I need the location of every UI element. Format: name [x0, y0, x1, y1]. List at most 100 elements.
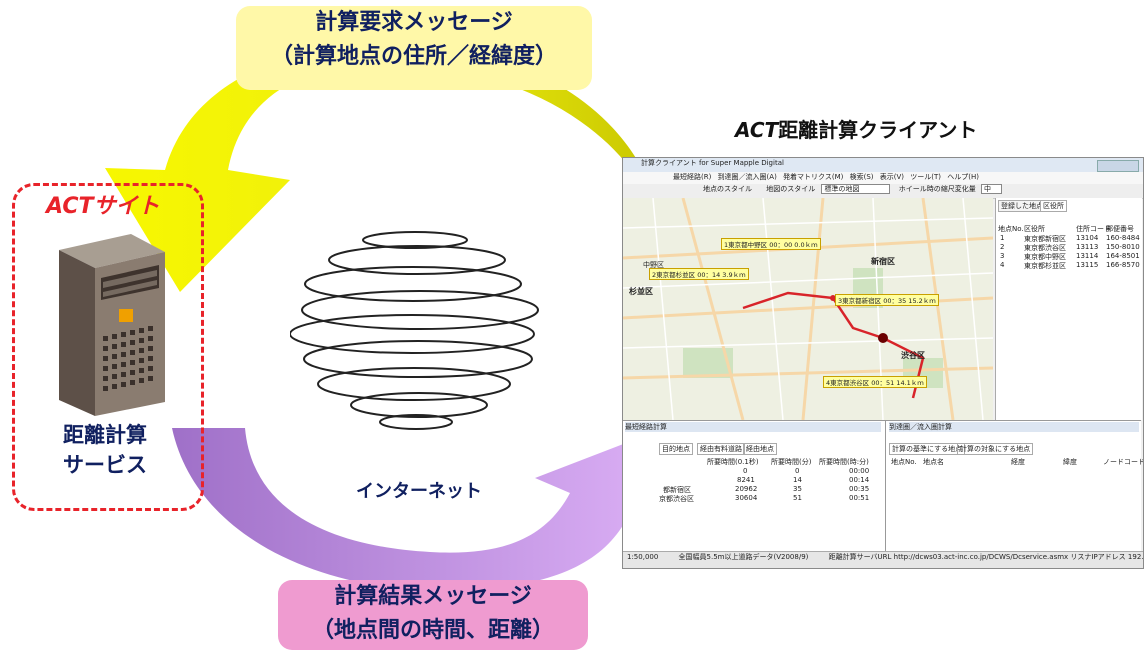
internet-label: インターネット [356, 481, 482, 502]
map-pin-1[interactable]: 1東京都中野区 00：00 0.0ｋｍ [721, 238, 821, 250]
map-label-nakano: 中野区 [643, 261, 664, 269]
side-row-3-code[interactable]: 13114 [1076, 252, 1099, 260]
request-arrow [105, 41, 665, 292]
left-header-hm: 所要時間(時:分) [819, 458, 869, 466]
side-row-2-code[interactable]: 13113 [1076, 243, 1099, 251]
side-row-3-zip[interactable]: 164-8501 [1106, 252, 1140, 260]
menu-route[interactable]: 最短経路(R) [673, 173, 712, 181]
side-row-2-office[interactable]: 東京都渋谷区 [1024, 244, 1066, 252]
client-title-rest: 距離計算クライアント [778, 118, 978, 142]
right-header-no: 地点No. [891, 458, 917, 466]
map-style-button[interactable]: 地図のスタイル [766, 185, 816, 193]
tab-waypoint[interactable]: 経由地点 [743, 443, 777, 455]
left-row-3-sec[interactable]: 20962 [735, 485, 758, 493]
client-toolbar: 地点のスタイル 地図のスタイル 標準の地図 ホイール時の縮尺変化量 中 [623, 184, 1143, 199]
server-icon [59, 234, 165, 416]
wheel-zoom-label: ホイール時の縮尺変化量 [898, 185, 976, 193]
distance-service-label: 距離計算 サービス [40, 420, 170, 480]
menu-search[interactable]: 検索(S) [849, 173, 874, 181]
menu-matrix[interactable]: 発着マトリクス(M) [783, 173, 844, 181]
response-arrow [172, 428, 668, 591]
result-message-line1: 計算結果メッセージ [334, 584, 532, 609]
side-row-1-no[interactable]: 1 [1000, 234, 1005, 242]
side-row-3-no[interactable]: 3 [1000, 252, 1005, 260]
side-row-1-code[interactable]: 13104 [1076, 234, 1099, 242]
map-label-shinjuku: 新宿区 [871, 257, 895, 266]
left-row-1-min[interactable]: 0 [795, 467, 800, 475]
side-row-4-no[interactable]: 4 [1000, 261, 1005, 269]
request-message-bubble: 計算要求メッセージ （計算地点の住所／経緯度） [236, 6, 592, 90]
calc-panels: 最短経路計算 目的地点 経由有料道路 経由地点 所要時間(0.1秒) 所要時間(… [623, 420, 1144, 551]
right-header-lon: 経度 [1011, 458, 1025, 466]
reach-area-title: 到達圏／流入圏計算 [889, 422, 1139, 432]
status-road-data: 全国幅員5.5m以上道路データ(V2008/9) [678, 553, 809, 561]
map-view[interactable]: 1東京都中野区 00：00 0.0ｋｍ 2東京都杉並区 00：14 3.9ｋｍ … [623, 198, 993, 420]
map-pin-3[interactable]: 3東京都新宿区 00：35 15.2ｋｍ [835, 294, 939, 306]
left-row-2-min[interactable]: 14 [793, 476, 802, 484]
side-row-2-zip[interactable]: 150-8010 [1106, 243, 1140, 251]
map-select[interactable]: 標準の地図 [821, 184, 891, 194]
menu-help[interactable]: ヘルプ(H) [947, 173, 979, 181]
left-row-4-min[interactable]: 51 [793, 494, 802, 502]
client-window-title: 計算クライアント for Super Mapple Digital [641, 159, 784, 167]
left-row-1-sec[interactable]: 0 [743, 467, 748, 475]
side-row-4-code[interactable]: 13115 [1076, 261, 1099, 269]
right-header-node: ノードコード [1103, 458, 1144, 466]
side-header-code: 住所コード [1076, 225, 1111, 233]
shortest-route-panel: 最短経路計算 目的地点 経由有料道路 経由地点 所要時間(0.1秒) 所要時間(… [623, 421, 886, 551]
side-header-office: 区役所 [1024, 225, 1045, 233]
request-message-line1: 計算要求メッセージ [315, 10, 513, 35]
point-style-button[interactable]: 地点のスタイル [703, 185, 752, 193]
act-site-title: ACTサイト [46, 194, 160, 219]
window-controls[interactable] [1097, 160, 1139, 172]
right-header-lat: 緯度 [1063, 458, 1077, 466]
map-label-suginami: 杉並区 [629, 287, 653, 296]
left-row-3-name[interactable]: 都新宿区 [663, 486, 691, 494]
tab-ward-offices[interactable]: 区役所 [1040, 200, 1067, 212]
status-bar: 1:50,000 全国幅員5.5m以上道路データ(V2008/9) 距離計算サー… [623, 551, 1143, 568]
tab-registered-points[interactable]: 登録した地点 [998, 200, 1046, 212]
map-canvas [623, 198, 993, 420]
client-title-act: ACT [735, 118, 779, 142]
side-row-2-no[interactable]: 2 [1000, 243, 1005, 251]
left-row-2-sec[interactable]: 8241 [737, 476, 755, 484]
client-title-bar: 計算クライアント for Super Mapple Digital [623, 158, 1143, 172]
left-header-min: 所要時間(分) [771, 458, 812, 466]
request-message-line2: （計算地点の住所／経緯度） [270, 44, 557, 69]
status-server-url: 距離計算サーバURL http://dcws03.act-inc.co.jp/D… [828, 553, 1143, 561]
side-row-4-zip[interactable]: 166-8570 [1106, 261, 1140, 269]
menu-view[interactable]: 表示(V) [879, 173, 904, 181]
client-title: ACT距離計算クライアント [735, 114, 977, 143]
tab-toll-road[interactable]: 経由有料道路 [697, 443, 745, 455]
menu-tools[interactable]: ツール(T) [910, 173, 941, 181]
side-row-3-office[interactable]: 東京都中野区 [1024, 253, 1066, 261]
left-row-4-name[interactable]: 京都渋谷区 [659, 495, 694, 503]
side-row-4-office[interactable]: 東京都杉並区 [1024, 262, 1066, 270]
internet-globe-icon [290, 231, 539, 430]
side-header-no: 地点No. [998, 225, 1024, 233]
wheel-zoom-select[interactable]: 中 [980, 184, 1002, 194]
left-row-4-hm[interactable]: 00:51 [849, 494, 870, 502]
left-row-2-hm[interactable]: 00:14 [849, 476, 870, 484]
tab-destination[interactable]: 目的地点 [659, 443, 693, 455]
tab-target-points[interactable]: 計算の対象にする地点 [957, 443, 1034, 455]
side-row-1-office[interactable]: 東京都新宿区 [1024, 235, 1066, 243]
side-header-zip: 郵便番号 [1106, 225, 1134, 233]
left-header-sec: 所要時間(0.1秒) [707, 458, 759, 466]
right-header-name: 地点名 [923, 458, 944, 466]
left-row-4-sec[interactable]: 30604 [735, 494, 758, 502]
tab-base-points[interactable]: 計算の基準にする地点 [889, 443, 966, 455]
menu-area[interactable]: 到達圏／流入圏(A) [717, 173, 777, 181]
left-row-3-hm[interactable]: 00:35 [849, 485, 870, 493]
side-row-1-zip[interactable]: 160-8484 [1106, 234, 1140, 242]
left-row-3-min[interactable]: 35 [793, 485, 802, 493]
map-pin-4[interactable]: 4東京都渋谷区 00：51 14.1ｋｍ [823, 376, 927, 388]
act-site-frame [12, 183, 204, 511]
map-pin-2[interactable]: 2東京都杉並区 00：14 3.9ｋｍ [649, 268, 749, 280]
status-scale: 1:50,000 [627, 553, 659, 561]
registered-points-panel: 登録した地点 区役所 地点No. 区役所 住所コード 郵便番号 1 東京都新宿区… [995, 198, 1142, 420]
left-row-1-hm[interactable]: 00:00 [849, 467, 870, 475]
client-window: 計算クライアント for Super Mapple Digital 最短経路(R… [622, 157, 1144, 569]
map-label-shibuya: 渋谷区 [901, 351, 925, 360]
